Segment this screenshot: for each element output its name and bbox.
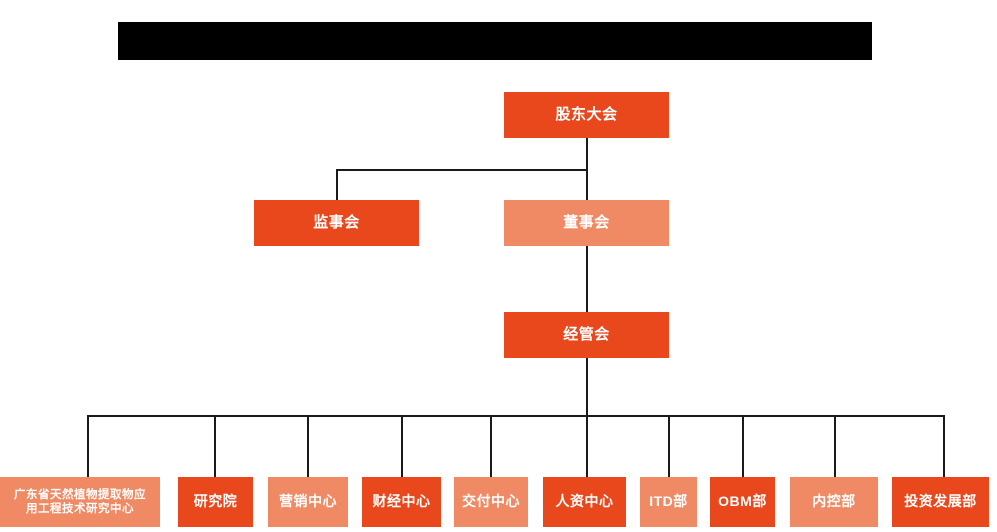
node-label: 财经中心 xyxy=(372,493,431,510)
node-label: 人资中心 xyxy=(555,493,614,510)
node-board-of-directors[interactable]: 董事会 xyxy=(504,200,669,246)
connector-level4-bus xyxy=(87,415,945,417)
node-management-committee[interactable]: 经管会 xyxy=(504,312,669,358)
node-investment-development-dept[interactable]: 投资发展部 xyxy=(892,477,989,527)
connector-drop-gd-research-center xyxy=(87,415,89,477)
node-label: OBM部 xyxy=(718,493,767,510)
connector-directors-drop xyxy=(586,169,588,200)
node-internal-control-dept[interactable]: 内控部 xyxy=(790,477,878,527)
node-label: 营销中心 xyxy=(279,493,337,510)
connector-supervisors-drop xyxy=(336,169,338,200)
node-label: 内控部 xyxy=(812,493,856,510)
connector-directors-to-management xyxy=(586,246,588,312)
redacted-title-bar xyxy=(118,22,872,60)
connector-drop-internal-control-dept xyxy=(834,415,836,477)
node-label: 监事会 xyxy=(313,213,360,231)
node-label: 研究院 xyxy=(193,493,238,510)
node-board-of-supervisors[interactable]: 监事会 xyxy=(254,200,419,246)
node-delivery-center[interactable]: 交付中心 xyxy=(454,477,528,527)
node-label: 董事会 xyxy=(563,213,610,231)
node-hr-center[interactable]: 人资中心 xyxy=(543,477,626,527)
node-label: 广东省天然植物提取物应 用工程技术研究中心 xyxy=(14,488,146,515)
connector-shareholders-down xyxy=(586,138,588,170)
node-shareholders-meeting[interactable]: 股东大会 xyxy=(504,92,669,138)
connector-drop-delivery-center xyxy=(490,415,492,477)
connector-drop-hr-center xyxy=(586,415,588,477)
connector-drop-marketing-center xyxy=(307,415,309,477)
connector-drop-investment-development-dept xyxy=(943,415,945,477)
connector-drop-itd-dept xyxy=(668,415,670,477)
node-label: 投资发展部 xyxy=(904,493,977,510)
node-finance-center[interactable]: 财经中心 xyxy=(362,477,441,527)
connector-level2-bus xyxy=(336,169,588,171)
node-gd-natural-plant-extract-research-center[interactable]: 广东省天然植物提取物应 用工程技术研究中心 xyxy=(0,477,160,527)
node-obm-dept[interactable]: OBM部 xyxy=(710,477,775,527)
node-label: 经管会 xyxy=(563,325,610,343)
connector-drop-research-institute xyxy=(214,415,216,477)
node-research-institute[interactable]: 研究院 xyxy=(178,477,253,527)
connector-drop-finance-center xyxy=(401,415,403,477)
node-itd-dept[interactable]: ITD部 xyxy=(640,477,697,527)
node-marketing-center[interactable]: 营销中心 xyxy=(268,477,348,527)
node-label: 股东大会 xyxy=(555,105,618,123)
node-label: ITD部 xyxy=(649,493,688,510)
connector-management-down xyxy=(586,358,588,416)
connector-drop-obm-dept xyxy=(742,415,744,477)
node-label: 交付中心 xyxy=(462,493,520,510)
